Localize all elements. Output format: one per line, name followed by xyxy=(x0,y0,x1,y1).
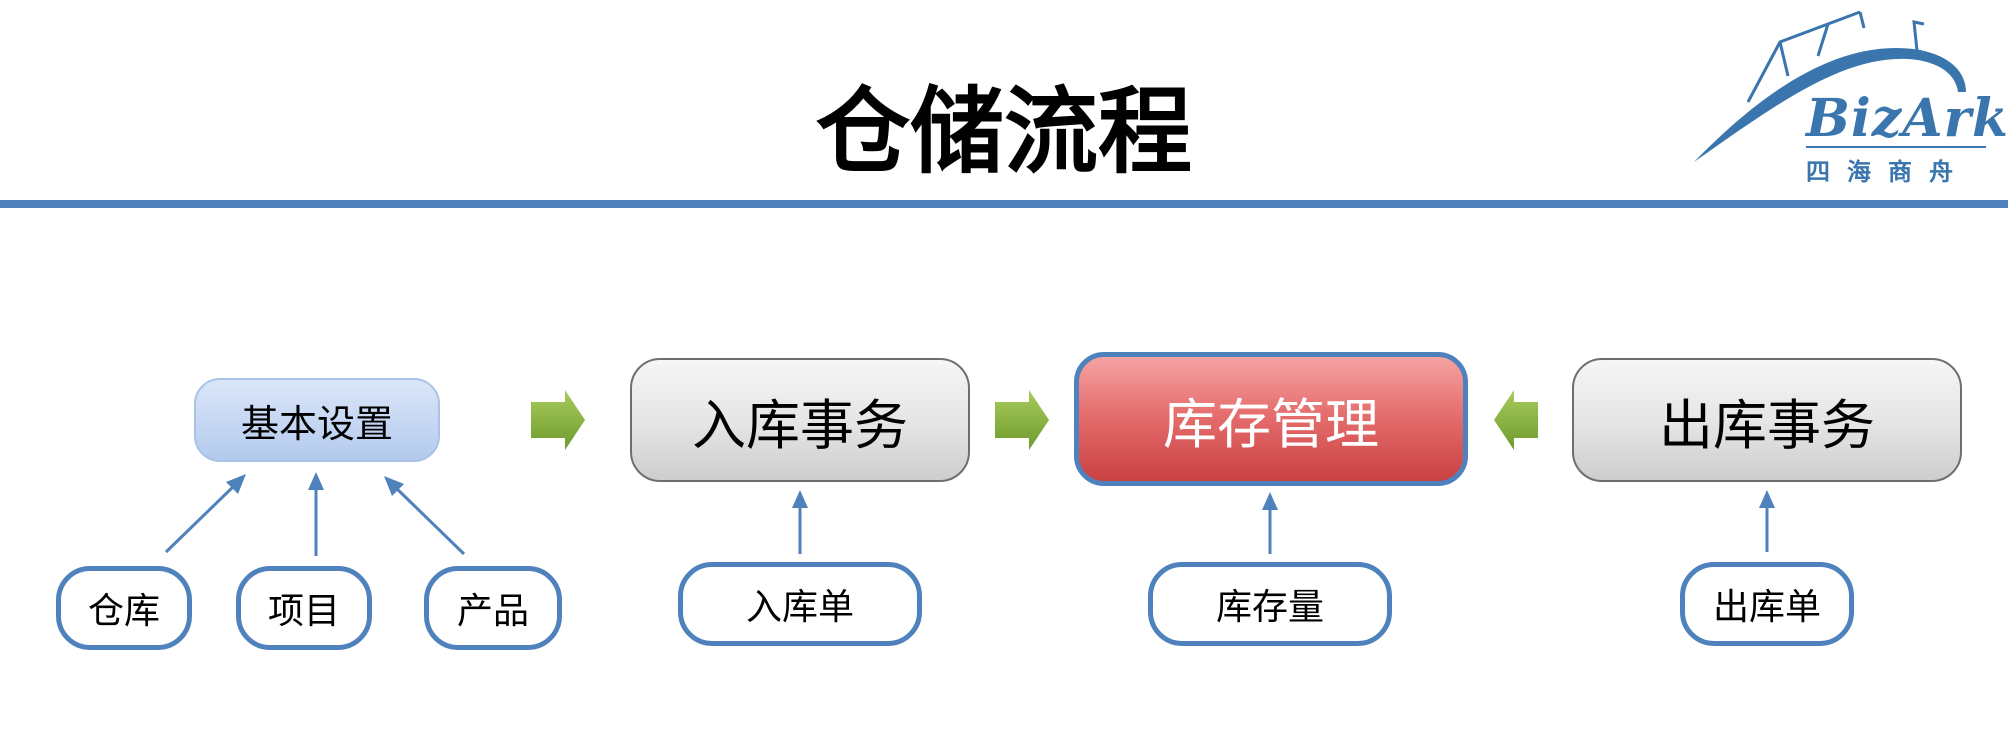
arrowhead-icon-stock-quantity xyxy=(1262,492,1278,510)
logo-divider xyxy=(1806,146,1986,148)
inbound-order-node: 入库单 xyxy=(678,562,922,646)
logo-subtitle: 四海商舟 xyxy=(1806,158,1970,186)
arrow-left-icon-outbound-to-inventory xyxy=(1494,390,1538,450)
arrowhead-icon-warehouse xyxy=(226,474,246,494)
basic-settings-node: 基本设置 xyxy=(194,378,440,462)
arrowhead-icon-outbound-order xyxy=(1759,490,1775,508)
logo-ship-rigging xyxy=(1746,10,1925,103)
outbound-order-node: 出库单 xyxy=(1680,562,1854,646)
connector-warehouse xyxy=(164,482,238,554)
logo-brand-text: BizArk xyxy=(1806,88,2008,149)
inbound-transaction-node: 入库事务 xyxy=(630,358,970,482)
logo-ship-hull xyxy=(1694,47,1966,162)
arrowhead-icon-inbound-order xyxy=(792,490,808,508)
bizark-logo xyxy=(1694,10,1966,162)
arrow-right-icon-basic-to-inbound xyxy=(531,390,585,450)
header-divider xyxy=(0,200,2008,208)
inventory-management-node: 库存管理 xyxy=(1074,352,1468,486)
product-node: 产品 xyxy=(424,566,562,650)
warehouse-node: 仓库 xyxy=(56,566,192,650)
connector-product xyxy=(392,484,466,556)
outbound-transaction-node: 出库事务 xyxy=(1572,358,1962,482)
arrowhead-icon-product xyxy=(384,476,404,496)
project-node: 项目 xyxy=(236,566,372,650)
page-title: 仓储流程 xyxy=(815,78,1192,187)
stock-quantity-node: 库存量 xyxy=(1148,562,1392,646)
arrow-right-icon-inbound-to-inventory xyxy=(995,390,1049,450)
arrowhead-icon-project xyxy=(308,472,324,490)
